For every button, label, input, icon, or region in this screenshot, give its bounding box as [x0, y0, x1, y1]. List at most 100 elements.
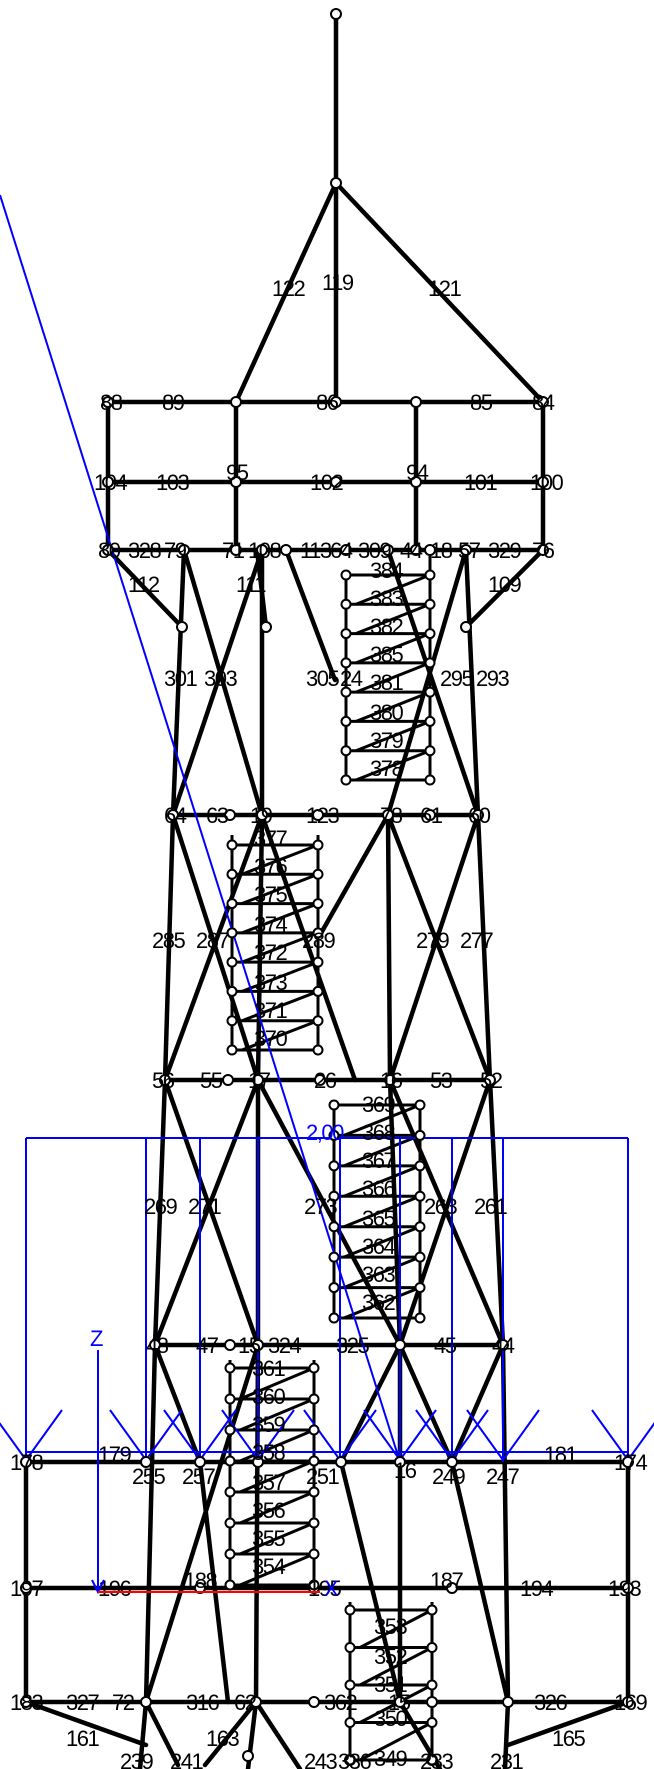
- member-163: [202, 1699, 259, 1768]
- node: [140, 1696, 152, 1708]
- ladder-brace: [359, 1608, 433, 1649]
- node: [472, 809, 484, 821]
- node: [224, 1339, 236, 1351]
- label-19: 19: [250, 803, 273, 828]
- node: [224, 1548, 236, 1560]
- label-179: 179: [98, 1442, 131, 1467]
- label-104: 104: [94, 470, 127, 495]
- ladder-brace: [355, 661, 431, 694]
- node: [460, 544, 472, 556]
- label-88: 88: [100, 390, 123, 415]
- label-194: 194: [520, 1576, 553, 1601]
- label-365: 365: [362, 1206, 395, 1231]
- load-arrow-head: [466, 1409, 540, 1462]
- member-305: [283, 547, 338, 683]
- node: [167, 809, 179, 821]
- member-labels: 122 119 121 88 89 86 85 84 104 103 95 10…: [10, 270, 649, 1769]
- node: [250, 1696, 262, 1708]
- ladder-brace: [355, 749, 431, 782]
- member-255: [143, 1342, 261, 1705]
- label-293: 293: [476, 666, 509, 691]
- label-55: 55: [200, 1068, 223, 1093]
- node: [426, 1717, 438, 1728]
- label-187: 187: [430, 1568, 463, 1593]
- label-249: 249: [432, 1464, 465, 1489]
- label-45: 45: [434, 1333, 457, 1358]
- label-241: 241: [170, 1749, 203, 1769]
- axis-indicator: Z X 2,00: [90, 1120, 346, 1601]
- ladder-brace: [343, 1134, 421, 1168]
- node: [622, 1696, 634, 1708]
- node: [178, 544, 190, 556]
- node: [330, 476, 342, 488]
- member-leg-r2: [475, 812, 493, 1083]
- label-359: 359: [252, 1412, 285, 1437]
- node: [194, 1456, 206, 1468]
- node: [537, 396, 549, 408]
- label-357: 357: [252, 1470, 285, 1495]
- label-233: 233: [420, 1749, 453, 1769]
- label-255: 255: [132, 1464, 165, 1489]
- label-269: 269: [144, 1194, 177, 1219]
- node: [340, 745, 352, 757]
- node: [330, 8, 342, 20]
- node: [424, 544, 436, 556]
- node: [314, 1074, 326, 1086]
- node: [424, 715, 436, 727]
- label-86: 86: [316, 390, 339, 415]
- node: [414, 1099, 426, 1111]
- label-377: 377: [254, 826, 287, 851]
- label-17: 17: [248, 1068, 271, 1093]
- node: [226, 898, 238, 910]
- member-mid-r2: [385, 812, 393, 1083]
- label-309: 309: [358, 538, 391, 563]
- node: [537, 544, 549, 556]
- node: [328, 1099, 340, 1111]
- label-384: 384: [370, 558, 403, 583]
- node: [224, 1455, 236, 1467]
- label-76: 76: [532, 538, 555, 563]
- label-380: 380: [370, 700, 403, 725]
- label-376: 376: [254, 854, 287, 879]
- label-60: 60: [468, 803, 491, 828]
- label-374: 374: [254, 912, 287, 937]
- member-leg-r1: [463, 547, 481, 818]
- node: [394, 1339, 406, 1351]
- ladder-brace: [241, 902, 319, 935]
- member-301: [181, 547, 265, 818]
- label-56: 56: [152, 1068, 175, 1093]
- node: [340, 628, 352, 640]
- node: [280, 544, 292, 556]
- label-113: 113: [300, 538, 332, 563]
- label-15: 15: [238, 1333, 261, 1358]
- node: [308, 1362, 320, 1374]
- node: [102, 396, 114, 408]
- label-362b: 362: [324, 1690, 357, 1715]
- node: [340, 544, 352, 556]
- label-64b: 64: [164, 803, 187, 828]
- node: [340, 657, 352, 669]
- node: [384, 1074, 396, 1086]
- node: [410, 396, 422, 408]
- member-231: [502, 1699, 511, 1769]
- label-165: 165: [552, 1726, 585, 1751]
- node: [340, 715, 352, 727]
- label-94: 94: [406, 460, 429, 485]
- label-61: 61: [420, 803, 443, 828]
- label-71: 71: [222, 538, 245, 563]
- member-241: [143, 1699, 181, 1768]
- label-163: 163: [206, 1726, 239, 1751]
- label-44b: 44: [492, 1333, 515, 1358]
- node: [328, 1190, 340, 1202]
- node: [226, 956, 238, 968]
- label-361: 361: [252, 1356, 285, 1381]
- ladder-brace: [241, 843, 319, 876]
- label-329: 329: [488, 538, 521, 563]
- z-axis-label: Z: [90, 1326, 103, 1351]
- node: [20, 1456, 32, 1468]
- member-249: [449, 1342, 506, 1465]
- node: [102, 544, 114, 556]
- ladder-brace: [239, 1552, 315, 1587]
- label-328: 328: [128, 538, 161, 563]
- label-251: 251: [306, 1464, 339, 1489]
